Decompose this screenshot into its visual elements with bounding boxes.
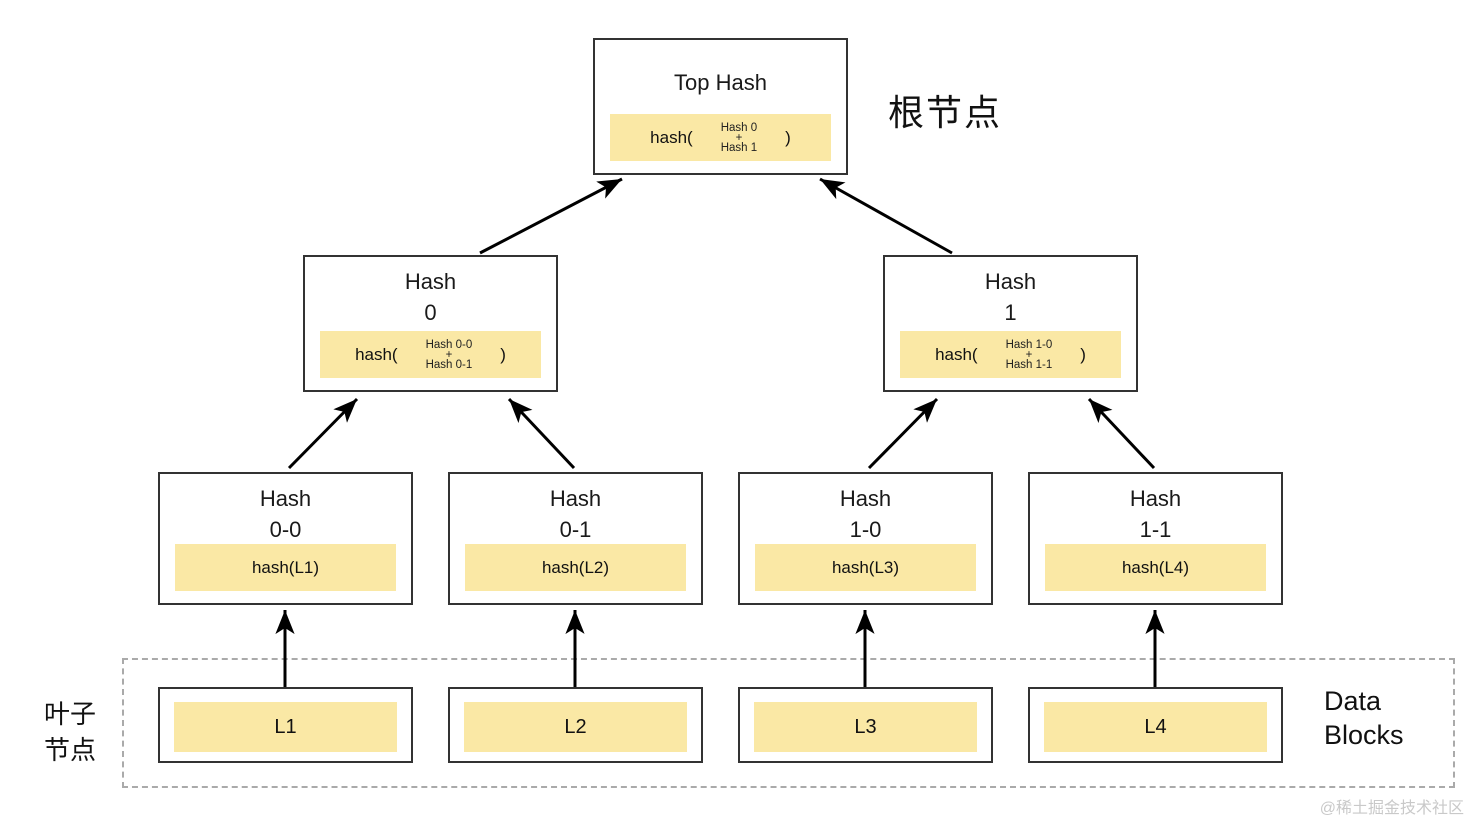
formula-prefix: hash( bbox=[935, 344, 978, 364]
leaf-annotation-line2: 节点 bbox=[43, 735, 96, 765]
node-hash-0-0-title: Hash 0-0 bbox=[160, 474, 411, 545]
node-top-hash-title: Top Hash bbox=[674, 70, 767, 95]
node-hash-0-title: Hash 0 bbox=[305, 257, 556, 328]
formula-plus-sign: + bbox=[1025, 348, 1033, 361]
node-title-line1: Hash bbox=[839, 486, 892, 511]
formula-operands: Hash 0 + Hash 1 bbox=[720, 121, 758, 154]
node-hash-0-1-formula: hash(L2) bbox=[465, 544, 686, 591]
node-hash-1-formula: hash( Hash 1-0 + Hash 1-1 ) bbox=[900, 331, 1121, 378]
leaf-annotation-line1: 叶子 bbox=[43, 699, 96, 729]
node-top-hash: Top Hash hash( Hash 0 + Hash 1 ) bbox=[593, 38, 848, 175]
data-block-label: L2 bbox=[464, 702, 687, 752]
node-hash-1-0: Hash 1-0 hash(L3) bbox=[738, 472, 993, 605]
data-blocks-annotation-line1: Data bbox=[1324, 686, 1382, 716]
node-title-line1: Hash bbox=[404, 269, 457, 294]
node-hash-0-1-title: Hash 0-1 bbox=[450, 474, 701, 545]
arrow-hash00-to-hash0 bbox=[287, 397, 359, 470]
node-top-hash-formula: hash( Hash 0 + Hash 1 ) bbox=[610, 114, 831, 161]
arrow-hash01-to-hash0 bbox=[507, 397, 576, 470]
data-block-l2: L2 bbox=[448, 687, 703, 763]
arrow-hash0-to-root bbox=[479, 177, 623, 255]
node-hash-0-1: Hash 0-1 hash(L2) bbox=[448, 472, 703, 605]
formula-suffix: ) bbox=[1080, 344, 1086, 364]
arrow-hash1-to-root bbox=[819, 177, 953, 255]
formula-plus-sign: + bbox=[445, 348, 453, 361]
formula-text: hash(L2) bbox=[541, 557, 610, 577]
formula-operand-2: Hash 1-1 bbox=[1005, 358, 1053, 371]
formula-operands: Hash 0-0 + Hash 0-1 bbox=[425, 338, 473, 371]
data-blocks-dashed-region bbox=[122, 658, 1455, 788]
node-title-line1: Hash bbox=[1129, 486, 1182, 511]
formula-suffix: ) bbox=[785, 127, 791, 147]
formula-operands: Hash 1-0 + Hash 1-1 bbox=[1005, 338, 1053, 371]
node-hash-1: Hash 1 hash( Hash 1-0 + Hash 1-1 ) bbox=[883, 255, 1138, 392]
formula-prefix: hash( bbox=[355, 344, 398, 364]
node-hash-0: Hash 0 hash( Hash 0-0 + Hash 0-1 ) bbox=[303, 255, 558, 392]
node-title-line2: 0-0 bbox=[269, 517, 302, 542]
formula-text: hash(L1) bbox=[251, 557, 320, 577]
root-node-annotation: 根节点 bbox=[888, 92, 1003, 133]
data-blocks-annotation-line2: Blocks bbox=[1324, 720, 1404, 750]
arrow-hash11-to-hash1 bbox=[1087, 397, 1156, 470]
watermark-text: @稀土掘金技术社区 bbox=[1319, 800, 1464, 817]
formula-operand-2: Hash 1 bbox=[720, 141, 758, 154]
formula-operand-2: Hash 0-1 bbox=[425, 358, 473, 371]
node-title-line2: 1-0 bbox=[849, 517, 882, 542]
node-hash-0-formula: hash( Hash 0-0 + Hash 0-1 ) bbox=[320, 331, 541, 378]
formula-text: hash(L3) bbox=[831, 557, 900, 577]
node-hash-0-0: Hash 0-0 hash(L1) bbox=[158, 472, 413, 605]
data-block-l1: L1 bbox=[158, 687, 413, 763]
node-hash-1-0-formula: hash(L3) bbox=[755, 544, 976, 591]
data-block-label: L3 bbox=[754, 702, 977, 752]
node-title-line2: 0 bbox=[424, 300, 437, 325]
node-hash-0-0-formula: hash(L1) bbox=[175, 544, 396, 591]
data-block-label: L1 bbox=[174, 702, 397, 752]
node-title-line2: 0-1 bbox=[559, 517, 592, 542]
node-hash-1-title: Hash 1 bbox=[885, 257, 1136, 328]
data-block-l4: L4 bbox=[1028, 687, 1283, 763]
data-block-label: L4 bbox=[1044, 702, 1267, 752]
formula-suffix: ) bbox=[500, 344, 506, 364]
node-title-line1: Hash bbox=[549, 486, 602, 511]
node-hash-1-0-title: Hash 1-0 bbox=[740, 474, 991, 545]
formula-text: hash(L4) bbox=[1121, 557, 1190, 577]
formula-operand-1: Hash 0 bbox=[720, 121, 758, 134]
leaf-nodes-annotation: 叶子 节点 bbox=[30, 696, 110, 768]
node-hash-1-1-title: Hash 1-1 bbox=[1030, 474, 1281, 545]
formula-plus-sign: + bbox=[735, 131, 743, 144]
node-title-line2: 1 bbox=[1004, 300, 1017, 325]
node-hash-1-1-formula: hash(L4) bbox=[1045, 544, 1266, 591]
data-block-l3: L3 bbox=[738, 687, 993, 763]
node-title-line1: Hash bbox=[259, 486, 312, 511]
formula-operand-1: Hash 0-0 bbox=[425, 338, 473, 351]
formula-prefix: hash( bbox=[650, 127, 693, 147]
formula-operand-1: Hash 1-0 bbox=[1005, 338, 1053, 351]
data-blocks-annotation: Data Blocks bbox=[1324, 684, 1404, 752]
node-title-line1: Hash bbox=[984, 269, 1037, 294]
node-title-line2: 1-1 bbox=[1139, 517, 1172, 542]
arrow-hash10-to-hash1 bbox=[867, 397, 939, 470]
node-hash-1-1: Hash 1-1 hash(L4) bbox=[1028, 472, 1283, 605]
